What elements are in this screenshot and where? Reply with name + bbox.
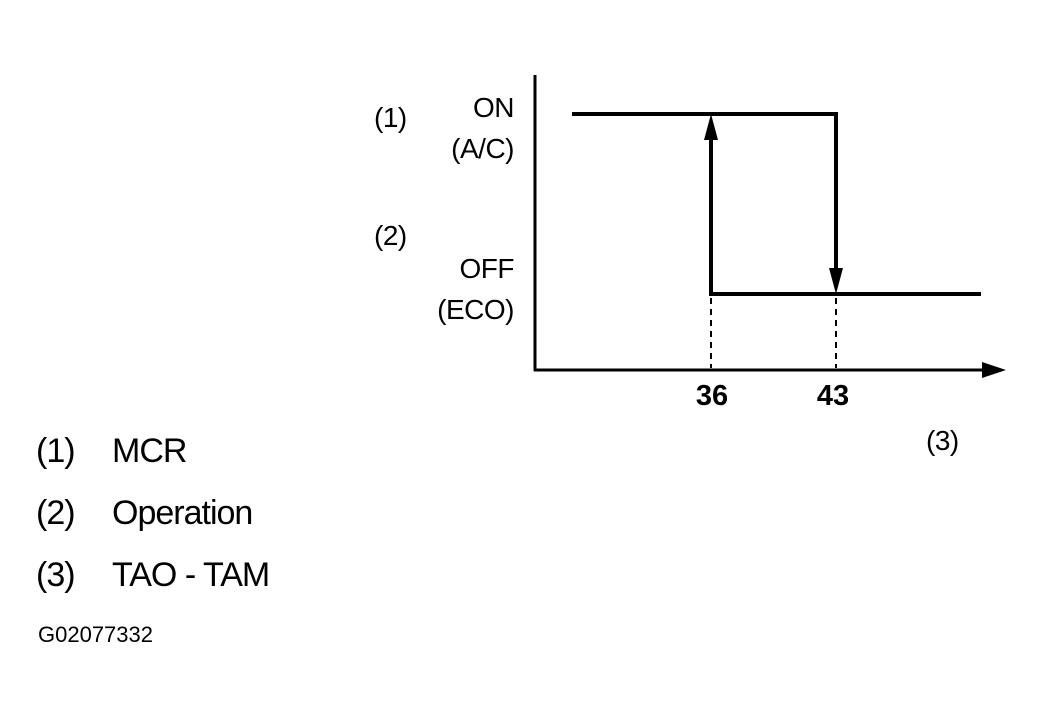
- on-mode-label: (A/C): [451, 133, 514, 164]
- legend-number: (1): [36, 432, 76, 470]
- on-label: ON: [473, 92, 514, 123]
- legend-text: Operation: [112, 494, 253, 532]
- marker-3-label: (3): [926, 425, 959, 456]
- off-mode-label: (ECO): [437, 294, 514, 325]
- legend-item-2: (2) Operation: [36, 494, 253, 533]
- x-axis-arrowhead: [982, 362, 1006, 378]
- legend-number: (2): [36, 494, 76, 532]
- falling-edge-arrowhead: [829, 268, 843, 294]
- figure-id: G02077332: [38, 622, 153, 647]
- legend-item-3: (3) TAO - TAM: [36, 556, 270, 595]
- legend-text: TAO - TAM: [112, 556, 270, 594]
- x-tick-43: 43: [817, 380, 849, 412]
- legend-number: (3): [36, 556, 76, 594]
- rising-edge-arrowhead: [704, 114, 718, 140]
- x-tick-36: 36: [696, 380, 728, 412]
- legend-text: MCR: [112, 432, 187, 470]
- legend-item-1: (1) MCR: [36, 432, 187, 471]
- off-label: OFF: [460, 253, 515, 284]
- marker-2-label: (2): [374, 220, 407, 251]
- marker-1-label: (1): [374, 102, 407, 133]
